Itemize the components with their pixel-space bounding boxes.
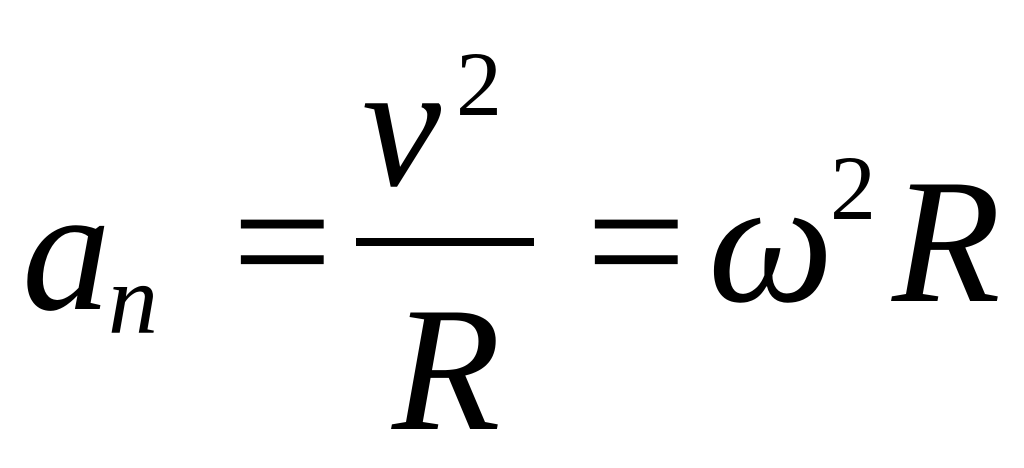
numerator-symbol: v bbox=[362, 26, 442, 224]
lhs-subscript: n bbox=[108, 244, 158, 355]
rhs-symbol: R bbox=[892, 142, 1001, 340]
equation: a n = v 2 R = ω 2 R bbox=[22, 26, 1001, 458]
equals-sign-1: = bbox=[232, 142, 333, 340]
denominator-symbol: R bbox=[392, 270, 501, 468]
fraction-bar bbox=[356, 238, 534, 246]
numerator-exponent: 2 bbox=[456, 33, 502, 135]
lhs-symbol: a bbox=[22, 150, 111, 348]
omega-symbol: ω bbox=[708, 142, 834, 340]
omega-exponent: 2 bbox=[830, 137, 876, 239]
equals-sign-2: = bbox=[586, 142, 687, 340]
